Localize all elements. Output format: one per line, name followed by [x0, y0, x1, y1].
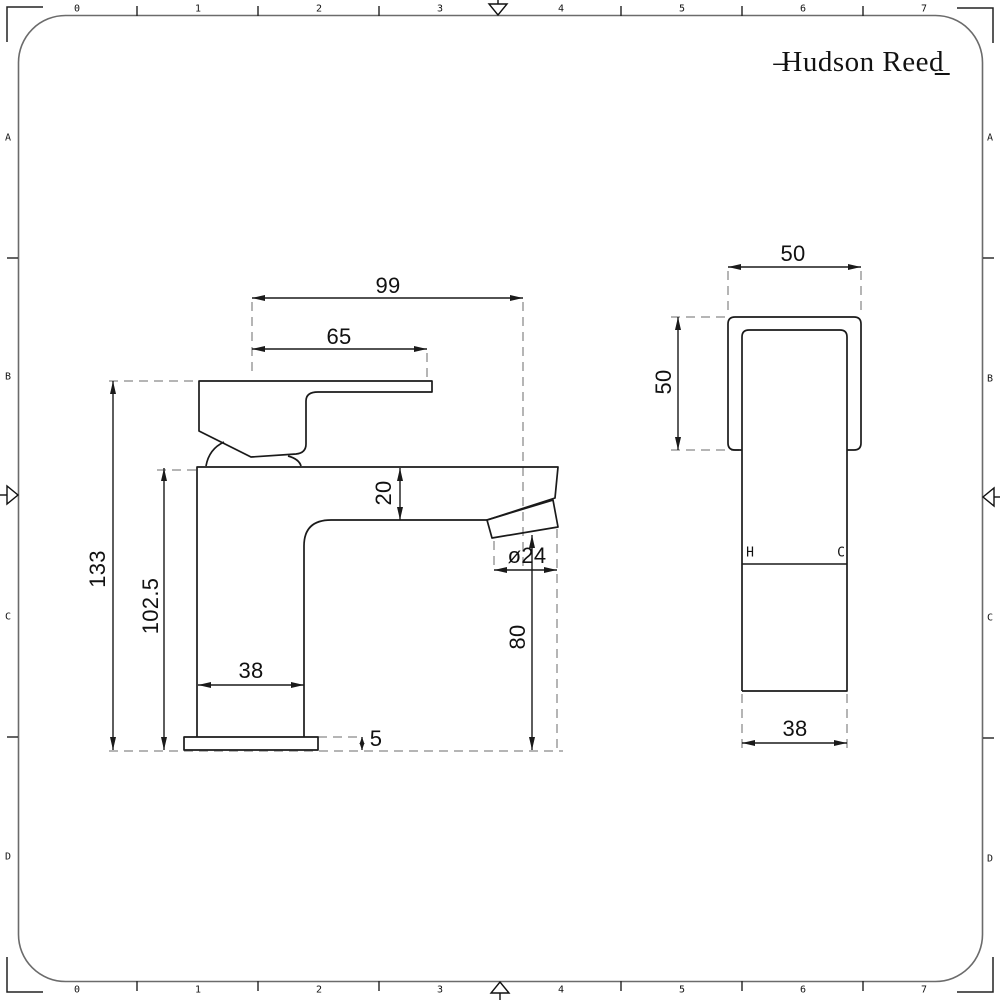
ruler-ticks [7, 6, 994, 991]
dim-base-thickness-label: 5 [369, 726, 383, 751]
cold-indicator-label: C [837, 545, 845, 561]
ruler-top-5: 5 [678, 3, 686, 15]
cartridge-dome-arc-left [205, 441, 225, 467]
aerator-nozzle [486, 499, 559, 539]
side-head-outline [727, 316, 862, 451]
dim-aerator-diameter-label: ø24 [507, 543, 547, 568]
side-body-outline [741, 329, 848, 692]
ruler-top-4: 4 [557, 3, 565, 15]
dim-handle-reach-label: 65 [326, 324, 352, 349]
ruler-bottom-1: 1 [194, 984, 202, 996]
row-letter-left-b: B [4, 371, 12, 383]
dim-head-height-label: 50 [651, 369, 676, 395]
ruler-bottom-2: 2 [315, 984, 323, 996]
dim-body-depth-label: 38 [782, 716, 808, 741]
logo-text: Hudson Reed [781, 46, 944, 78]
base-plate [183, 736, 319, 751]
front-view-drawing [183, 380, 559, 751]
brand-logo: – Hudson Reed _ [773, 46, 950, 79]
side-view-drawing [727, 316, 862, 692]
lever-outline [198, 380, 433, 458]
cartridge-dome-arc-right [287, 455, 302, 467]
row-letter-left-d: D [4, 851, 12, 863]
row-letter-right-a: A [986, 132, 994, 144]
ruler-bottom-6: 6 [799, 984, 807, 996]
ruler-top-1: 1 [194, 3, 202, 15]
hot-indicator-label: H [746, 545, 754, 561]
extension-lines [109, 271, 862, 752]
dim-spout-reach-label: 99 [375, 273, 401, 298]
corner-trim-marks [6, 6, 994, 993]
ruler-top-3: 3 [436, 3, 444, 15]
row-letter-left-a: A [4, 132, 12, 144]
ruler-bottom-3: 3 [436, 984, 444, 996]
sheet-border [17, 14, 984, 983]
ruler-top-7: 7 [920, 3, 928, 15]
ruler-bottom-4: 4 [557, 984, 565, 996]
ruler-top-6: 6 [799, 3, 807, 15]
ruler-top-2: 2 [315, 3, 323, 15]
dim-total-height-label: 133 [85, 550, 110, 588]
row-letter-right-c: C [986, 612, 994, 624]
dim-aerator-height-label: 80 [505, 624, 530, 650]
row-letter-right-d: D [986, 853, 994, 865]
dimension-lines [110, 264, 861, 750]
row-letter-left-c: C [4, 611, 12, 623]
dim-head-width-label: 50 [780, 241, 806, 266]
ruler-bottom-0: 0 [73, 984, 81, 996]
logo-underscore: _ [935, 46, 950, 78]
ruler-bottom-7: 7 [920, 984, 928, 996]
ruler-bottom-5: 5 [678, 984, 686, 996]
dim-body-width-label: 38 [238, 658, 264, 683]
logo-dash: – [773, 46, 789, 78]
dim-spout-depth-label: 20 [371, 480, 396, 506]
row-letter-right-b: B [986, 373, 994, 385]
ruler-top-0: 0 [73, 3, 81, 15]
dim-body-height-label: 102.5 [138, 577, 163, 635]
body-and-spout-outline [196, 466, 559, 737]
